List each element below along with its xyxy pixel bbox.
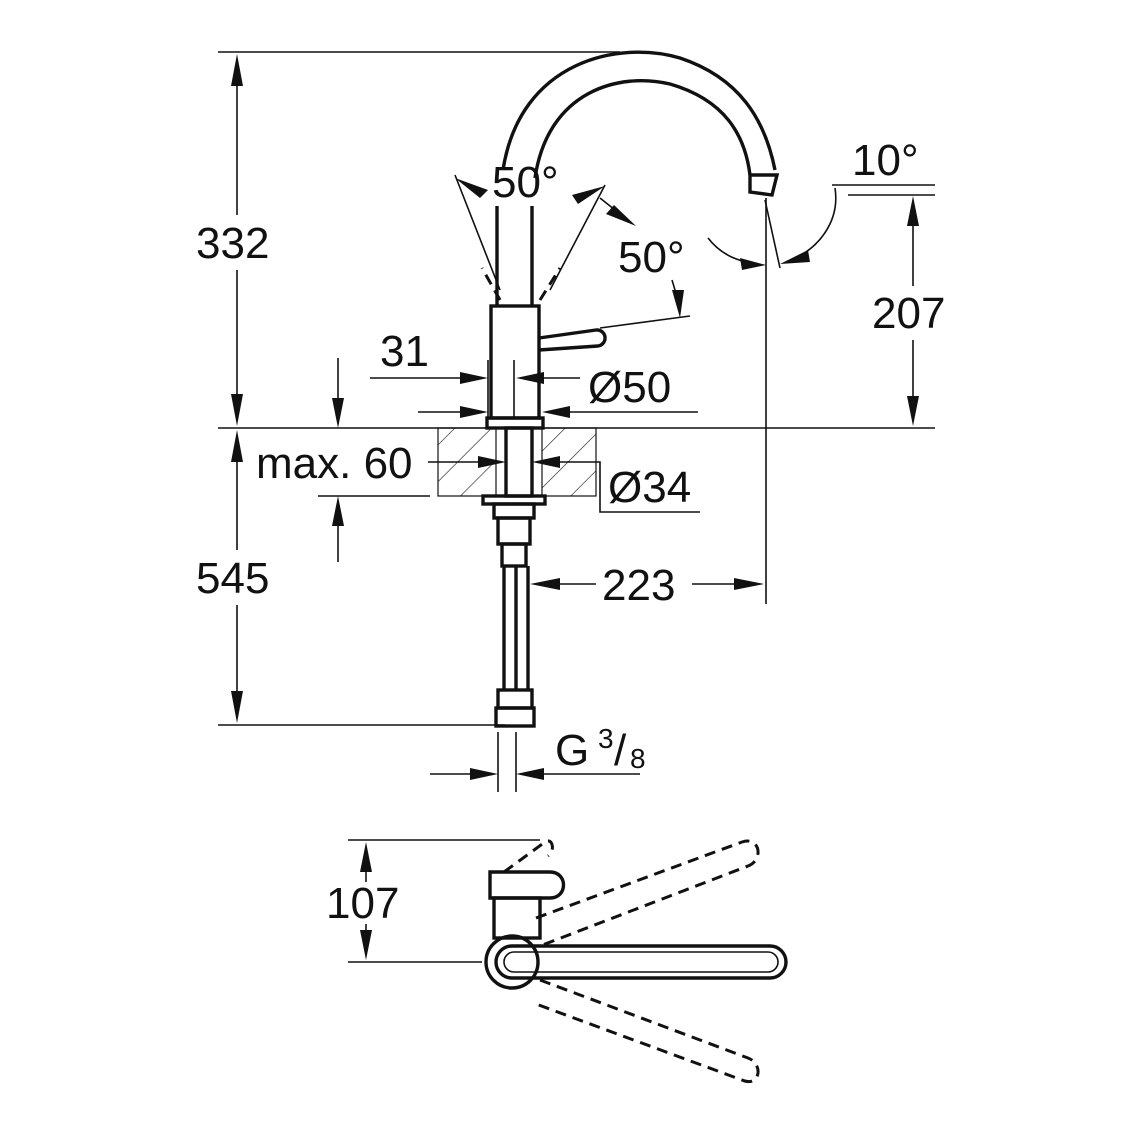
top-view: 107 [326,839,788,1084]
dim-label-207: 207 [872,289,945,338]
spout-angle-arc-left [707,237,759,265]
connector-fitting [500,542,528,568]
thread-denominator: 8 [630,743,646,774]
spout-outer [501,50,777,171]
spout-base-ring [484,934,540,990]
dim-label-d34: Ø34 [608,463,691,512]
spout-swing-upper [535,839,760,948]
dimension-d50-group: Ø50 [418,360,698,418]
hose-nut-lower [494,706,536,728]
hose-nut-upper [496,688,534,710]
thread-prefix: G [555,726,589,775]
dim-label-545: 545 [196,554,269,603]
spout-top-view-inner [503,951,779,973]
dimension-31-group: 31 [370,327,489,418]
dim-label-lever-swing-top: 50° [492,158,559,207]
dimension-d34-group: Ø34 [478,456,700,513]
dim-label-d50: Ø50 [588,363,671,412]
mounting-nut [492,502,536,520]
dim-label-107: 107 [326,879,399,928]
angle-line-left [454,174,501,291]
dimension-332-group: 332 [196,51,935,429]
dimension-lever-angle-side: 50° [599,197,691,329]
dimension-lever-angle-top: 50° [454,158,606,291]
dimension-545-group: 545 [196,430,505,726]
shank-upper [504,426,534,498]
lever-reference-line [599,315,691,329]
dim-label-spout-angle: 10° [852,136,919,185]
dimension-223-group: 223 [530,198,767,610]
dimension-thread-group: G 3 / 8 [430,723,646,792]
thread-numerator: 3 [598,723,614,754]
dim-label-max60: max. 60 [256,439,413,488]
side-lever [538,328,607,352]
spout-angle-arc-right [785,187,837,263]
leader-d34 [560,461,700,513]
dimension-207-group: 207 [872,196,945,426]
lever-body-top-view [492,896,542,940]
spout-angle-line [764,199,781,269]
dimension-spout-angle: 10° [707,136,935,270]
faucet-main-body [489,304,541,420]
dim-label-31: 31 [380,327,429,376]
dim-label-223: 223 [602,561,675,610]
lever-handle-top-view [488,870,566,900]
dim-label-332: 332 [196,219,269,268]
lever-swing-left [480,267,502,301]
dim-label-lever-swing-side: 50° [618,233,685,282]
spout-tip [748,173,780,197]
lever-swing-top-view [503,839,554,874]
lever-swing-right [538,267,562,301]
spout-swing-lower [535,978,760,1084]
spout-inner [533,79,752,179]
angle-line-right [549,184,606,291]
thread-slash: / [614,726,627,775]
spout-top-view [494,944,788,980]
connector-block [496,516,532,546]
